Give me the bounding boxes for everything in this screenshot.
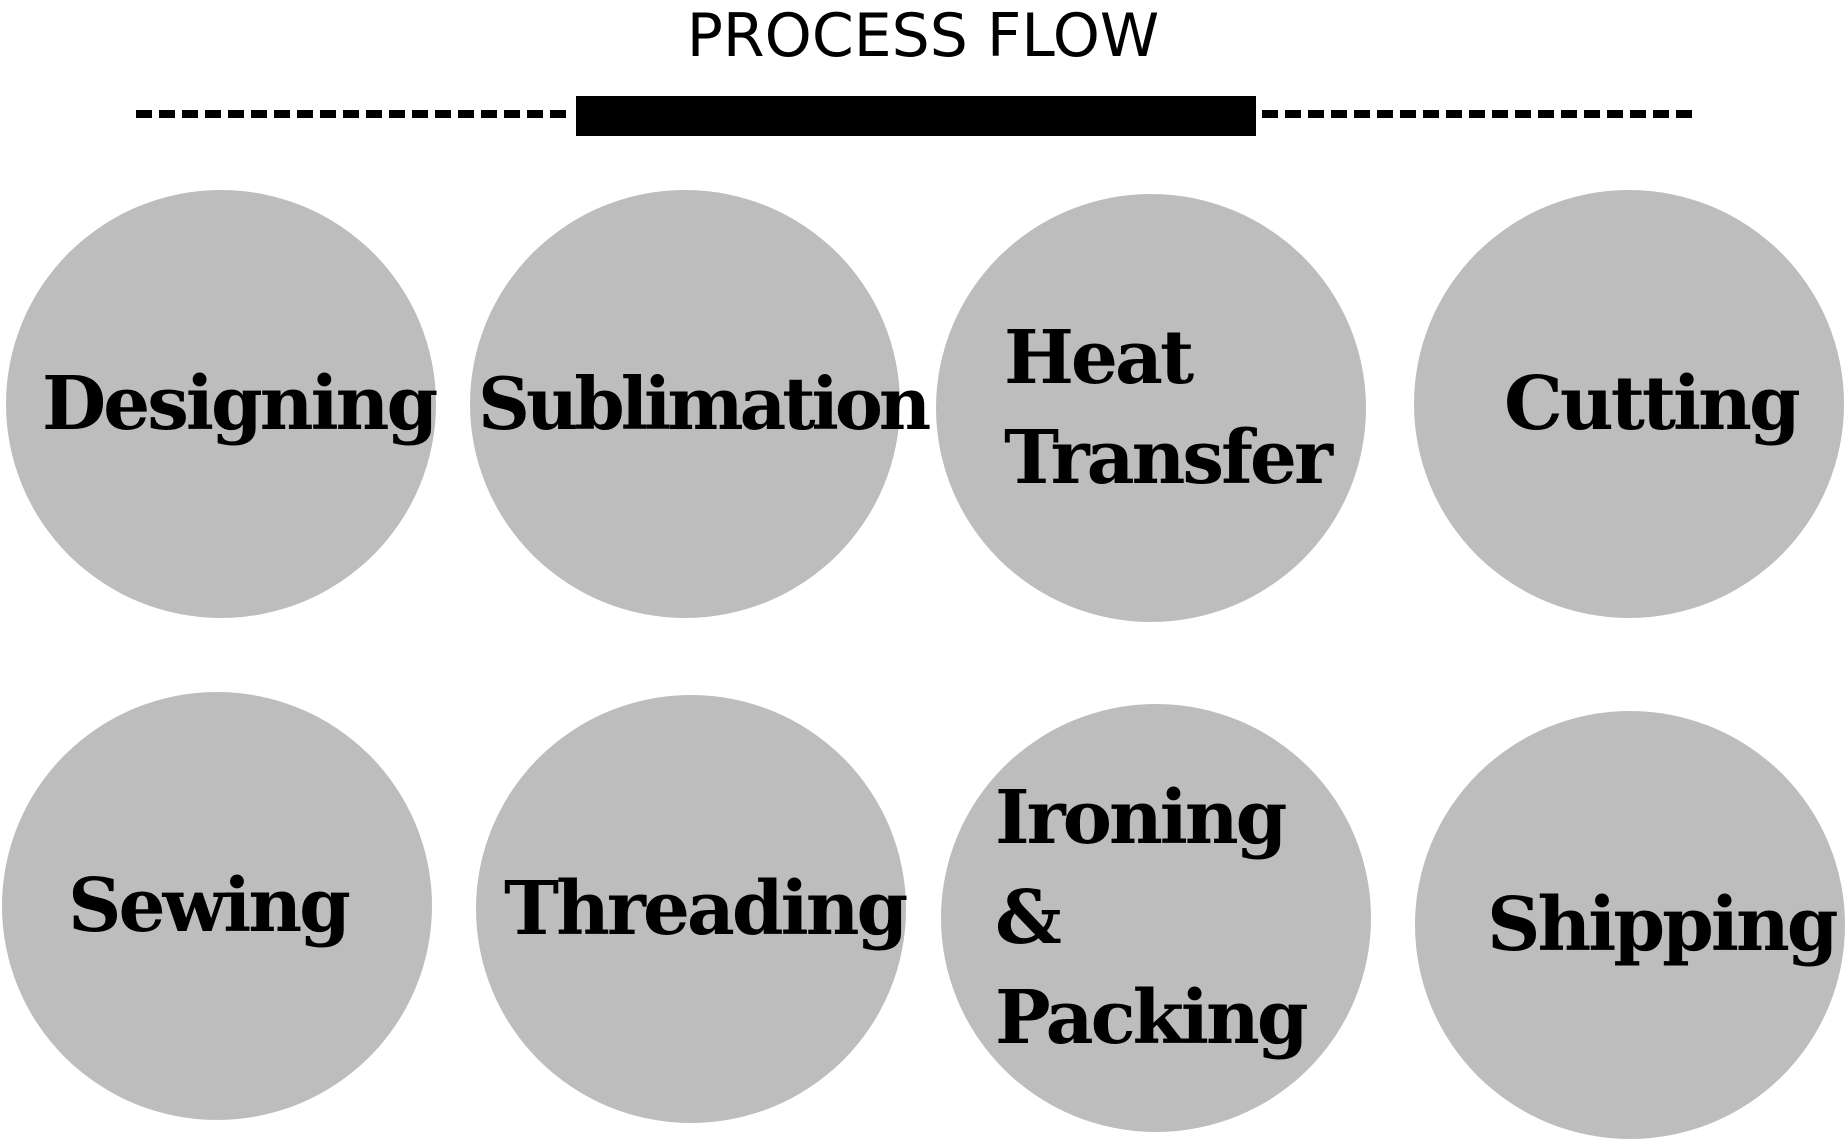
step-sewing: Sewing (2, 692, 432, 1120)
left-dashed-divider (136, 110, 568, 118)
step-ironing-packing: Ironing & Packing (941, 704, 1371, 1132)
right-dashed-divider (1262, 110, 1696, 118)
diagram-title: PROCESS FLOW (686, 1, 1160, 71)
step-label: Sublimation (478, 361, 931, 446)
step-threading: Threading (476, 695, 908, 1123)
step-label: Shipping (1487, 882, 1838, 968)
step-designing: Designing (6, 190, 438, 618)
step-shipping: Shipping (1415, 711, 1845, 1139)
step-label: Designing (42, 361, 438, 447)
title-underline-bar (576, 96, 1256, 136)
step-sublimation: Sublimation (470, 190, 931, 618)
step-label: Ironing & Packing (995, 775, 1309, 1061)
step-label: Sewing (68, 863, 351, 949)
step-label: Cutting (1504, 361, 1801, 447)
step-cutting: Cutting (1414, 190, 1844, 618)
step-heat-transfer: Heat Transfer (936, 194, 1366, 622)
step-label: Threading (504, 866, 908, 952)
step-label: Heat Transfer (1004, 315, 1333, 501)
